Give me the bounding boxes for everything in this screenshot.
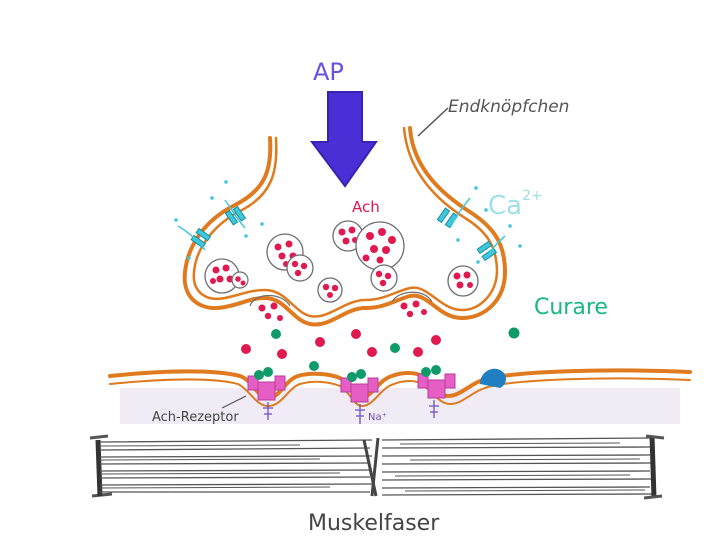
calcium-ion [210,196,214,200]
curare-label: Curare [534,295,608,320]
calcium-ion [244,234,248,238]
vesicles [204,220,479,303]
terminal-label: Endknöpfchen [448,97,569,117]
receptor-pointer-line [221,395,247,409]
action-potential-arrow [310,91,378,188]
calcium-channel [224,209,239,226]
calcium-ion [224,180,228,184]
muscle-fiber [89,434,665,500]
calcium-channel [476,240,493,255]
muscle-fiber-right [370,434,665,500]
acetylcholine-molecule [431,335,441,345]
enzyme-blob [480,368,506,388]
acetylcholine-molecule [315,337,325,347]
terminal-pointer-line [417,107,449,137]
ach-receptor [340,369,379,403]
curare-molecule [508,327,520,339]
calcium-channel [436,207,451,224]
calcium-ion [187,256,191,260]
ach-label: Ach [352,198,380,216]
muscle-fiber-left [89,434,378,498]
released-acetylcholine [241,329,441,359]
acetylcholine-molecule [413,347,423,357]
calcium-inflow-arrows [177,197,506,259]
vesicle [317,277,343,303]
calcium-ion [174,218,178,222]
acetylcholine-molecule [277,349,287,359]
calcium-ion [474,186,478,190]
vesicle [370,264,398,292]
acetylcholine-molecule [367,347,377,357]
muscle-label: Muskelfaser [308,511,440,536]
curare-molecule [309,361,319,371]
acetylcholine-molecule [241,344,251,354]
ion-flow-arrows [263,400,439,424]
calcium-ion [456,238,460,242]
curare-molecule [390,343,400,353]
calcium-ion [484,208,488,212]
calcium-channel [232,205,247,222]
fusing-vesicles [249,291,433,321]
calcium-ions [174,180,522,264]
calcium-ion [508,224,512,228]
receptor-label: Ach-Rezeptor [152,410,239,425]
ach-receptors [247,365,456,403]
calcium-charge: 2+ [522,188,543,204]
calcium-channel [195,227,212,242]
calcium-ion [476,260,480,264]
vesicle [447,265,479,297]
ap-label: AP [313,58,344,86]
vesicle [286,254,314,282]
postsynaptic-shading [120,388,680,424]
curare-molecules [271,327,520,371]
curare-molecule [271,329,281,339]
vesicle [204,258,240,294]
ach-receptor [247,367,286,401]
calcium-label: Ca2+ [488,188,543,221]
sodium-label: Na⁺ [368,412,387,423]
acetylcholine-molecule [351,329,361,339]
vesicle [231,271,249,289]
vesicle [355,221,405,271]
calcium-symbol: Ca [488,191,522,221]
calcium-ion [260,222,264,226]
ach-receptor [417,365,456,399]
calcium-ion [518,244,522,248]
